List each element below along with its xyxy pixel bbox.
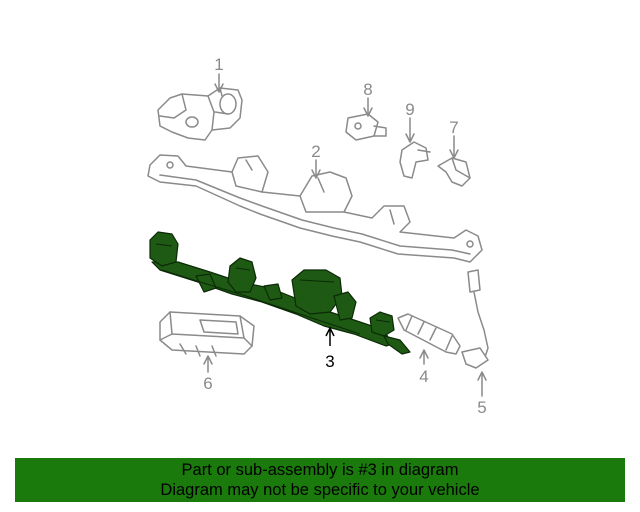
callout-3[interactable]: 3 [325,352,334,371]
footer-banner: Part or sub-assembly is #3 in diagram Di… [15,458,625,502]
exploded-parts-diagram: 1 2 3 4 5 6 7 8 9 [147,55,489,417]
part-9-sensor[interactable] [399,141,431,179]
leader-lines [203,73,487,397]
callout-7[interactable]: 7 [449,118,458,137]
part-8-sensor[interactable] [345,113,387,141]
callout-6[interactable]: 6 [203,374,212,393]
part-2-bracket[interactable] [147,154,483,263]
callout-9[interactable]: 9 [405,100,414,119]
leader-line-3 [325,326,335,346]
callout-4[interactable]: 4 [419,367,428,386]
callout-5[interactable]: 5 [477,398,486,417]
callout-1[interactable]: 1 [214,55,223,74]
part-7-sensor[interactable] [437,157,471,187]
part-6-control-module[interactable] [159,311,255,357]
footer-line-part-number: Part or sub-assembly is #3 in diagram [181,461,459,479]
callout-8[interactable]: 8 [363,80,372,99]
part-5-sensor-cable[interactable] [461,269,489,369]
part-4-spark-plug[interactable] [397,313,461,355]
part-1-valve-body[interactable] [157,87,243,141]
footer-line-disclaimer: Diagram may not be specific to your vehi… [160,481,480,499]
callout-2[interactable]: 2 [311,142,320,161]
